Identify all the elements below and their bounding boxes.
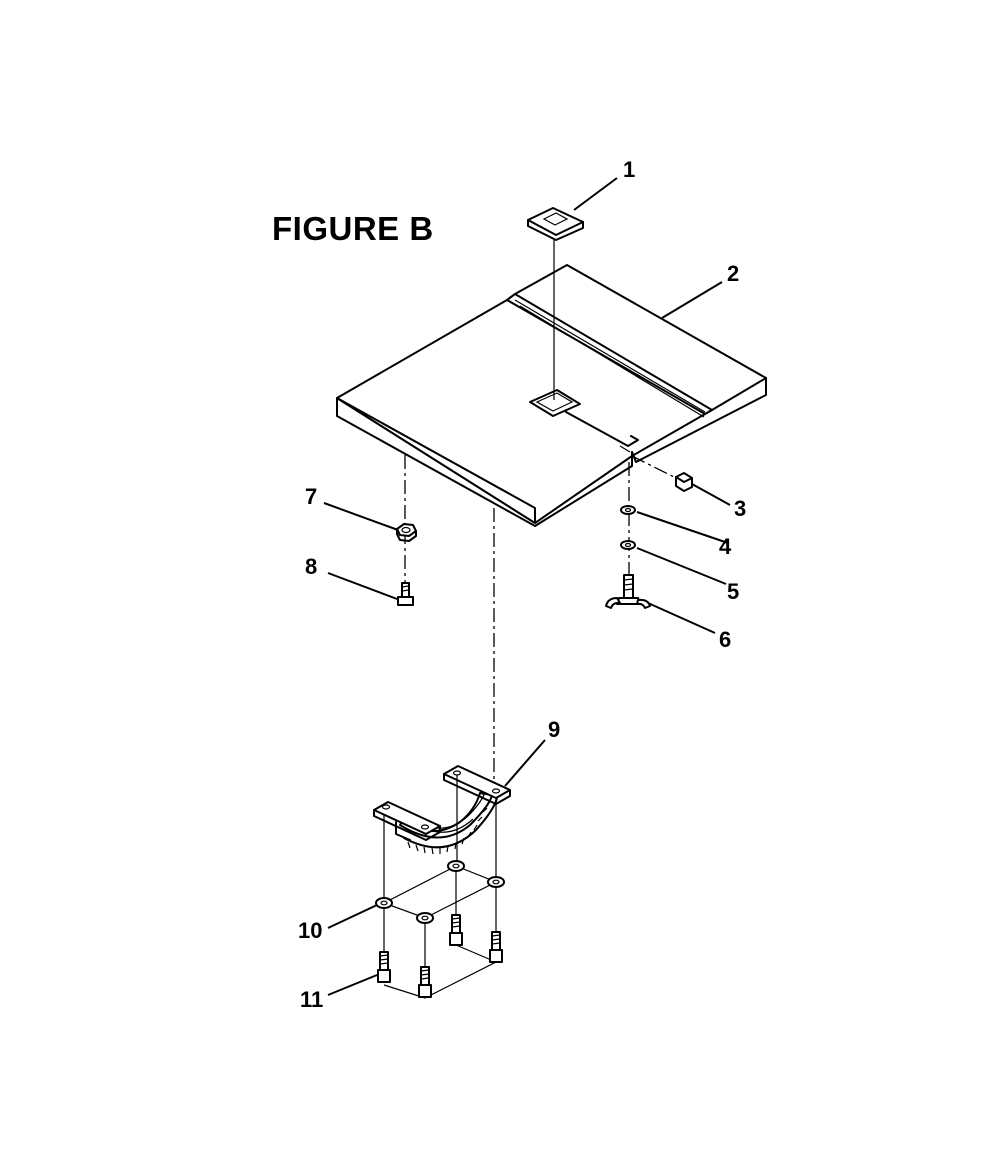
- hex-nut: [396, 523, 417, 542]
- leader-lines: [323, 177, 731, 996]
- callout-4: 4: [719, 534, 732, 559]
- table-insert-opening: [529, 389, 581, 417]
- callout-7: 7: [305, 484, 317, 509]
- callout-8: 8: [305, 554, 317, 579]
- flat-washer: [620, 505, 636, 515]
- callout-9: 9: [548, 717, 560, 742]
- carriage-bolt: [397, 582, 414, 606]
- figure-title: FIGURE B: [272, 210, 434, 247]
- trunnion: [373, 765, 511, 855]
- callout-10: 10: [298, 918, 322, 943]
- nut-alignment-line: [631, 455, 677, 479]
- callout-3: 3: [734, 496, 746, 521]
- callout-1: 1: [623, 157, 635, 182]
- wing-screw: [605, 574, 651, 609]
- table-insert: [527, 207, 584, 241]
- lock-washer: [620, 540, 636, 550]
- square-nut: [675, 472, 693, 492]
- callout-6: 6: [719, 627, 731, 652]
- callout-11: 11: [300, 987, 323, 1012]
- callout-5: 5: [727, 579, 739, 604]
- callout-numbers: 1 2 3 4 5 6 7 8 9 10 11: [298, 157, 746, 1012]
- trunnion-bolts: [377, 871, 503, 999]
- callout-2: 2: [727, 261, 739, 286]
